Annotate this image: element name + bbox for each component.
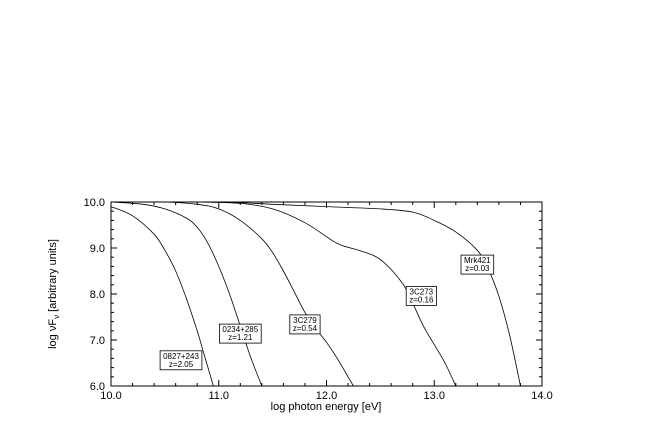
annotation-box	[218, 323, 262, 344]
series-line-5	[110, 201, 521, 387]
axis-ticks: 10.0 11.0 12.0 13.0 14.0 6.0 7.0 8.0 9.0 10.0	[84, 197, 553, 402]
x-tick-label: 14.0	[531, 390, 552, 402]
y-tick-label: 10.0	[84, 197, 105, 209]
x-tick-label: 10.0	[100, 390, 121, 402]
y-axis-title-suffix: [arbitrary units]	[47, 239, 59, 315]
annotation-redshift: z=0.54	[293, 324, 318, 333]
annotation-box	[460, 254, 495, 275]
series-line-1	[110, 206, 214, 387]
y-tick-label: 6.0	[90, 381, 105, 393]
annotation-box	[289, 314, 321, 335]
annotation-name: 0827+243	[163, 352, 199, 361]
y-axis-title-main: log νF	[47, 319, 59, 349]
annotation-redshift: z=1.21	[228, 333, 253, 342]
annotation-name: 0234+285	[222, 325, 258, 334]
y-tick-label: 8.0	[90, 289, 105, 301]
x-tick-label: 11.0	[208, 390, 229, 402]
annotation-box	[159, 350, 203, 371]
annotation-name: 3C273	[410, 287, 434, 296]
y-tick-label: 9.0	[90, 243, 105, 255]
x-axis-title: log photon energy [eV]	[271, 401, 382, 413]
annotation-redshift: z=0.16	[409, 295, 434, 304]
annotations: 0827+243z=2.050234+285z=1.213C279z=0.543…	[159, 254, 495, 371]
y-axis-title: log νFν [arbitrary units]	[47, 239, 61, 349]
annotation-box	[405, 285, 437, 306]
y-axis-title-sub: ν	[52, 315, 61, 319]
series-line-3	[110, 201, 354, 387]
x-tick-label: 12.0	[316, 390, 337, 402]
annotation-name: Mrk421	[464, 256, 491, 265]
x-tick-label: 13.0	[424, 390, 445, 402]
annotation-name: 3C279	[293, 316, 317, 325]
y-tick-label: 7.0	[90, 335, 105, 347]
annotation-redshift: z=0.03	[465, 264, 490, 273]
annotation-redshift: z=2.05	[169, 360, 194, 369]
